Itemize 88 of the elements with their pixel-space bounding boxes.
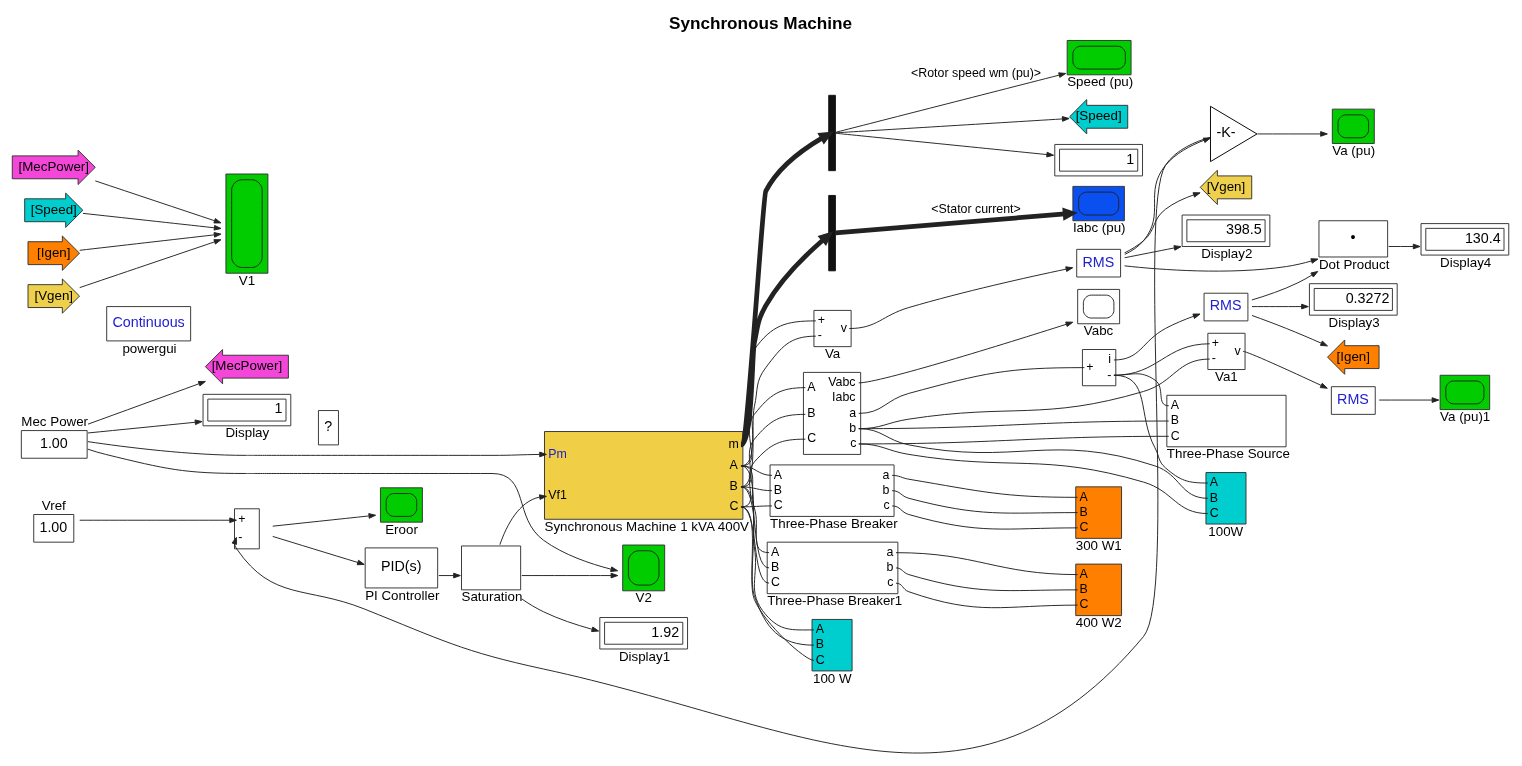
node-label: Va (pu) — [1332, 143, 1376, 159]
arrow — [79, 239, 222, 289]
edge-label: <Rotor speed wm (pu)> — [911, 66, 1042, 81]
arrow — [272, 513, 377, 527]
node-label: 100W — [1208, 523, 1244, 539]
node-label: Vref — [41, 497, 66, 513]
node-label: 400 W2 — [1075, 615, 1122, 631]
connector — [858, 367, 1085, 414]
connector — [740, 486, 815, 646]
connector — [895, 567, 1079, 592]
connector — [740, 438, 806, 508]
arrow — [79, 517, 237, 524]
node-label: Synchronous Machine 1 kVA 400V — [544, 518, 749, 534]
arrow — [1256, 131, 1328, 137]
node-label: Display1 — [618, 648, 671, 664]
node-label: powergui — [122, 340, 177, 356]
arrow — [1388, 243, 1421, 250]
connector — [740, 506, 815, 661]
connector — [740, 505, 773, 508]
node-label: Three-Phase Breaker1 — [767, 593, 903, 609]
arrow — [1124, 245, 1182, 259]
arrow — [1251, 271, 1319, 301]
arrow — [87, 419, 203, 434]
arrow — [87, 441, 547, 458]
arrow — [87, 380, 206, 425]
arrow — [739, 231, 834, 447]
node-label: V1 — [238, 272, 256, 288]
arrow — [1378, 397, 1440, 403]
arrow — [521, 598, 600, 633]
connector — [895, 552, 1079, 576]
arrow — [438, 572, 461, 579]
connector — [895, 582, 1079, 609]
arrow — [1113, 313, 1201, 361]
node-label: Speed (pu) — [1067, 74, 1134, 90]
node-label: Iabc (pu) — [1072, 220, 1126, 236]
node-bar — [828, 195, 836, 272]
arrow — [738, 131, 834, 446]
node-label: Three-Phase Breaker — [770, 516, 898, 532]
node-label: Dot Product — [1318, 256, 1390, 272]
arrow — [1251, 303, 1309, 310]
arrow — [835, 132, 1055, 158]
arrow — [272, 535, 365, 566]
node-label: Vabc — [1083, 323, 1114, 339]
connector — [858, 358, 1211, 430]
node-bar — [828, 94, 836, 172]
node-label: Three-Phase Source — [1166, 446, 1290, 462]
edge-label: <Stator current> — [931, 201, 1021, 216]
arrow — [87, 448, 619, 572]
arrow — [835, 72, 1067, 133]
arrow — [848, 266, 1074, 329]
connector — [740, 486, 773, 492]
connector — [858, 443, 1209, 515]
node-label: Saturation — [461, 589, 523, 605]
arrow — [1124, 137, 1211, 255]
connector — [891, 474, 1079, 498]
node-label: Display2 — [1201, 246, 1253, 262]
connector — [740, 465, 770, 554]
node-label: Display3 — [1328, 314, 1380, 330]
arrow — [82, 212, 222, 231]
node-label: PI Controller — [365, 587, 440, 603]
node-label: 100 W — [812, 670, 852, 686]
arrow — [835, 207, 1078, 236]
arrow — [499, 494, 547, 546]
node-label: 300 W1 — [1075, 537, 1122, 553]
arrow — [1251, 314, 1328, 347]
node-label: V2 — [635, 590, 652, 606]
arrow — [521, 572, 619, 579]
arrow — [79, 232, 222, 251]
node-label: Mec Power — [21, 414, 89, 429]
arrow — [1242, 350, 1328, 389]
node-label: Va — [824, 346, 841, 362]
connector — [891, 490, 1079, 514]
connector — [1113, 374, 1209, 484]
diagram-title: Synchronous Machine — [668, 13, 852, 34]
node-label: Va (pu)1 — [1440, 409, 1491, 425]
node-label: Display4 — [1440, 254, 1492, 270]
arrow — [1124, 258, 1319, 272]
node-label: Display — [225, 425, 270, 441]
arrow — [858, 321, 1074, 384]
connector — [858, 428, 1209, 499]
connector — [1113, 373, 1170, 407]
arrow — [94, 180, 222, 224]
connector — [740, 465, 815, 631]
node-label: Va1 — [1215, 369, 1238, 385]
arrow — [835, 116, 1070, 134]
connector — [891, 505, 1079, 530]
arrow — [1124, 192, 1201, 254]
node-label: Eroor — [385, 521, 418, 537]
